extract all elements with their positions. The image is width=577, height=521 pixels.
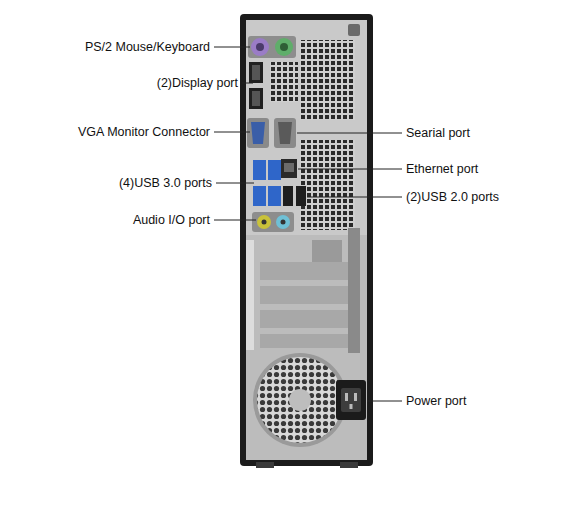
power-socket-part — [336, 380, 366, 420]
audio-ports-part — [257, 215, 271, 229]
expansion-slots-part — [260, 310, 348, 328]
vga-connector-part — [251, 122, 265, 144]
vga-connector-part — [247, 118, 269, 148]
usb2-ports-part — [283, 186, 293, 206]
serial-port-part — [274, 118, 296, 148]
part-label: Audio I/O port — [133, 212, 210, 228]
part-label: (2)USB 2.0 ports — [406, 189, 499, 205]
case-part — [240, 14, 373, 466]
part-label: (4)USB 3.0 ports — [119, 175, 212, 191]
power-socket-part — [350, 404, 353, 409]
vent-grid-part — [300, 40, 355, 120]
case-part — [246, 20, 367, 460]
case-feet-part — [340, 462, 358, 468]
display-ports-part — [249, 62, 263, 83]
expansion-slots-part — [312, 240, 342, 265]
case-feet-part — [256, 462, 274, 468]
power-socket-part — [345, 393, 348, 401]
audio-ports — [252, 212, 294, 232]
vent-grid-part — [270, 62, 298, 102]
leader-lines-part — [307, 197, 402, 198]
power-socket — [336, 380, 366, 420]
fan-grill-part — [257, 357, 343, 443]
usb3-ports-part — [253, 160, 266, 180]
ps2-ports-part — [251, 38, 269, 56]
part-label: Searial port — [406, 125, 470, 141]
audio-ports-part — [252, 212, 294, 232]
vent-grid — [270, 24, 360, 230]
usb2-ports-part — [296, 186, 306, 206]
part-label: Ethernet port — [406, 161, 478, 177]
fan-grill — [253, 353, 347, 447]
display-ports — [249, 62, 263, 109]
expansion-slots-part — [260, 286, 348, 304]
audio-ports-part — [262, 220, 267, 225]
expansion-slots-part — [260, 334, 348, 348]
part-label: (2)Display port — [157, 75, 238, 91]
usb3-ports-part — [268, 186, 281, 206]
display-ports-part — [252, 65, 260, 80]
part-label: Power port — [406, 393, 466, 409]
serial-port — [274, 118, 296, 148]
audio-ports-part — [276, 215, 290, 229]
leader-lines-part — [242, 83, 253, 84]
ps2-ports-part — [248, 36, 296, 58]
part-label: PS/2 Mouse/Keyboard — [85, 39, 210, 55]
expansion-slots-part — [348, 228, 360, 353]
leader-lines-part — [214, 220, 256, 221]
usb3-ports — [253, 160, 281, 206]
serial-port-part — [278, 122, 292, 144]
fan-grill-part — [289, 389, 311, 411]
ethernet-port-part — [281, 159, 297, 178]
leader-lines-part — [216, 183, 254, 184]
case — [240, 14, 373, 466]
leader-lines-part — [367, 401, 402, 402]
expansion-slots-part — [246, 240, 254, 350]
vent-grid-part — [348, 24, 360, 36]
fan-grill-part — [253, 353, 347, 447]
audio-ports-part — [281, 220, 286, 225]
usb2-ports — [283, 186, 306, 206]
leader-lines — [214, 47, 402, 401]
ps2-ports-part — [275, 38, 293, 56]
display-ports-part — [252, 91, 260, 106]
expansion-slots-part — [260, 262, 348, 280]
ethernet-port-part — [284, 163, 294, 172]
part-label: VGA Monitor Connector — [78, 124, 210, 140]
ps2-ports-part — [280, 43, 288, 51]
vga-connector — [247, 118, 269, 148]
leader-lines-part — [298, 169, 402, 170]
ps2-ports-part — [256, 43, 264, 51]
case-part — [246, 20, 367, 235]
case-feet — [256, 462, 358, 468]
power-socket-part — [341, 388, 361, 412]
ps2-ports — [248, 36, 296, 58]
leader-lines-part — [297, 133, 402, 134]
display-ports-part — [249, 88, 263, 109]
ethernet-port — [281, 159, 297, 178]
leader-lines-part — [214, 47, 250, 48]
usb3-ports-part — [268, 160, 281, 180]
leader-lines-part — [214, 132, 250, 133]
vent-grid-part — [300, 140, 355, 230]
power-socket-part — [354, 393, 357, 401]
expansion-slots — [246, 228, 360, 353]
usb3-ports-part — [253, 186, 266, 206]
